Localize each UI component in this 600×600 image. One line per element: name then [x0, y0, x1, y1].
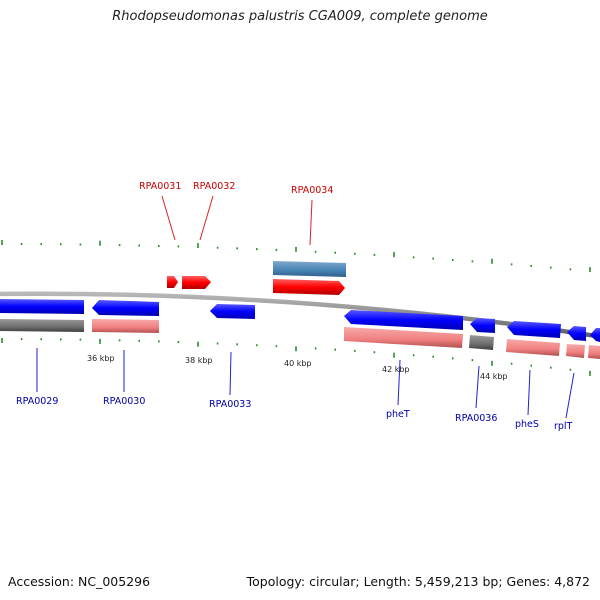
- scale-label-44kbp: 44 kbp: [480, 372, 508, 381]
- cds-rplt-bar[interactable]: [566, 344, 585, 358]
- cds-next-bar[interactable]: [588, 345, 600, 359]
- gene-label-rpa0031[interactable]: RPA0031: [139, 181, 181, 192]
- gene-label-phes[interactable]: pheS: [515, 419, 539, 430]
- gene-label-rpa0033[interactable]: RPA0033: [209, 399, 251, 410]
- cds-phes-bar[interactable]: [506, 339, 560, 356]
- topology-text: Topology: circular; Length: 5,459,213 bp…: [246, 574, 590, 589]
- gene-rpa0036-arrow[interactable]: [470, 318, 495, 333]
- scale-label-36kbp: 36 kbp: [87, 354, 115, 363]
- gene-label-rpa0029[interactable]: RPA0029: [16, 396, 58, 407]
- reverse-tick-row: [1, 338, 591, 376]
- scale-label-42kbp: 42 kbp: [382, 365, 410, 374]
- gene-rpa0033-arrow[interactable]: [210, 304, 255, 319]
- gene-rpa0034-arrow[interactable]: [273, 279, 345, 295]
- bottom-leader-lines: [36, 348, 575, 419]
- gene-phet-arrow[interactable]: [344, 310, 463, 330]
- scale-label-40kbp: 40 kbp: [284, 359, 312, 368]
- top-leader-lines: [161, 195, 313, 246]
- gene-next-arrow[interactable]: [590, 328, 600, 342]
- gene-label-rplt[interactable]: rplT: [554, 421, 573, 432]
- gene-rpa0029-arrow[interactable]: [0, 299, 84, 314]
- gene-label-rpa0036[interactable]: RPA0036: [455, 413, 497, 424]
- map-title: Rhodopseudomonas palustris CGA009, compl…: [112, 9, 488, 24]
- gene-rplt-arrow[interactable]: [567, 326, 586, 341]
- gene-label-phet[interactable]: pheT: [386, 409, 410, 420]
- cds-rpa0029-bar[interactable]: [0, 319, 84, 332]
- scale-label-38kbp: 38 kbp: [185, 356, 213, 365]
- gene-phes-arrow[interactable]: [507, 321, 561, 338]
- cds-rpa0030-bar[interactable]: [92, 319, 159, 333]
- gene-rpa0031-arrow[interactable]: [167, 276, 178, 288]
- gene-rpa0030-arrow[interactable]: [92, 300, 159, 316]
- cds-rpa0036-bar[interactable]: [469, 335, 494, 350]
- gene-rpa0032-arrow[interactable]: [182, 276, 211, 289]
- gene-label-rpa0032[interactable]: RPA0032: [193, 181, 235, 192]
- cds-phet-bar[interactable]: [344, 327, 463, 348]
- genome-backbone: [0, 291, 600, 339]
- gene-label-rpa0034[interactable]: RPA0034: [291, 185, 333, 196]
- forward-tick-row: [1, 240, 591, 273]
- accession-text: Accession: NC_005296: [8, 574, 151, 589]
- gene-rpa0034-rna-bar[interactable]: [273, 261, 346, 277]
- gene-label-rpa0030[interactable]: RPA0030: [103, 396, 145, 407]
